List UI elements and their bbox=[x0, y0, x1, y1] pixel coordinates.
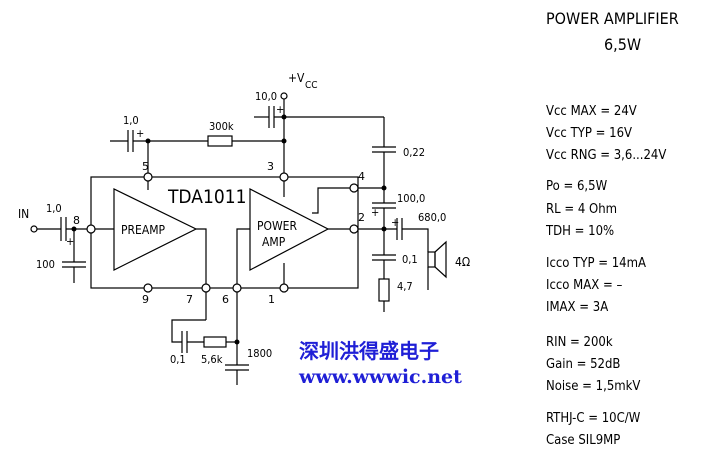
input-terminal bbox=[30, 225, 38, 233]
c-680-value: 680,0 bbox=[418, 211, 446, 224]
svg-text:+: + bbox=[371, 206, 379, 219]
pin-label-6: 6 bbox=[222, 293, 229, 306]
spec-7: Icco MAX = – bbox=[546, 278, 623, 293]
amp-label: AMP bbox=[262, 235, 286, 249]
c-100-value: 100 bbox=[36, 258, 55, 271]
power-label: POWER bbox=[257, 219, 298, 233]
r-300k bbox=[207, 135, 233, 147]
vcc-terminal bbox=[280, 92, 288, 100]
spec-1: Vcc TYP = 16V bbox=[546, 126, 632, 141]
pin-6 bbox=[232, 283, 242, 293]
spec-6: Icco TYP = 14mA bbox=[546, 256, 646, 271]
c-in-value: 1,0 bbox=[46, 202, 62, 215]
c-01b-value: 0,1 bbox=[170, 353, 186, 366]
spec-5: TDH = 10% bbox=[545, 224, 614, 239]
c-01-value: 0,1 bbox=[402, 253, 418, 266]
pin-label-5: 5 bbox=[142, 160, 149, 173]
c-supply-value: 10,0 bbox=[255, 90, 277, 103]
spec-12: RTHJ-C = 10C/W bbox=[546, 411, 641, 426]
spec-13: Case SIL9MP bbox=[546, 433, 620, 448]
ic-name: TDA1011 bbox=[167, 186, 246, 208]
r-5-6k bbox=[203, 336, 227, 348]
pin-label-1: 1 bbox=[268, 293, 275, 306]
pin-5 bbox=[143, 172, 153, 182]
c-1800-value: 1800 bbox=[247, 347, 272, 360]
spec-9: RIN = 200k bbox=[546, 335, 613, 350]
input-label: IN bbox=[18, 207, 29, 221]
preamp-label: PREAMP bbox=[121, 223, 166, 237]
title-line1: POWER AMPLIFIER bbox=[546, 9, 679, 28]
pin-label-7: 7 bbox=[186, 293, 193, 306]
pin-2 bbox=[349, 224, 359, 234]
svg-text:+: + bbox=[276, 103, 284, 116]
pin-label-4: 4 bbox=[358, 170, 365, 183]
watermark-url: www.wwwic.net bbox=[298, 366, 462, 388]
pin-8 bbox=[86, 224, 96, 234]
pin-7 bbox=[201, 283, 211, 293]
pin-1 bbox=[279, 283, 289, 293]
spec-list: Vcc MAX = 24V Vcc TYP = 16V Vcc RNG = 3,… bbox=[545, 104, 666, 448]
title-line2: 6,5W bbox=[604, 35, 641, 54]
pin-label-3: 3 bbox=[267, 160, 274, 173]
r-4-7 bbox=[378, 278, 390, 302]
svg-text:+: + bbox=[136, 127, 144, 140]
spec-0: Vcc MAX = 24V bbox=[546, 104, 637, 119]
spec-11: Noise = 1,5mkV bbox=[546, 379, 640, 394]
pin-label-2: 2 bbox=[358, 211, 365, 224]
spec-4: RL = 4 Ohm bbox=[546, 202, 617, 217]
svg-text:+: + bbox=[391, 216, 399, 229]
pin-3 bbox=[279, 172, 289, 182]
watermark-cn: 深圳洪得盛电子 bbox=[299, 339, 439, 363]
pin-label-8: 8 bbox=[73, 214, 80, 227]
speaker-value: 4Ω bbox=[455, 255, 470, 269]
spec-8: IMAX = 3A bbox=[546, 300, 608, 315]
vcc-sub: CC bbox=[305, 80, 318, 91]
r-300k-value: 300k bbox=[209, 120, 234, 133]
pin-4 bbox=[349, 183, 359, 193]
spec-3: Po = 6,5W bbox=[546, 179, 608, 194]
spec-2: Vcc RNG = 3,6...24V bbox=[546, 148, 666, 163]
c-fb-value: 1,0 bbox=[123, 114, 139, 127]
c-100-0-value: 100,0 bbox=[397, 192, 425, 205]
pin-label-9: 9 bbox=[142, 293, 149, 306]
speaker-coil bbox=[427, 251, 436, 268]
speaker-icon bbox=[434, 240, 447, 279]
r-5-6k-value: 5,6k bbox=[201, 353, 223, 366]
vcc-label: +V bbox=[288, 71, 305, 85]
spec-10: Gain = 52dB bbox=[546, 357, 620, 372]
svg-text:+: + bbox=[66, 235, 74, 248]
pin-9 bbox=[143, 283, 153, 293]
r-4-7-value: 4,7 bbox=[397, 280, 413, 293]
c-022-value: 0,22 bbox=[403, 146, 425, 159]
